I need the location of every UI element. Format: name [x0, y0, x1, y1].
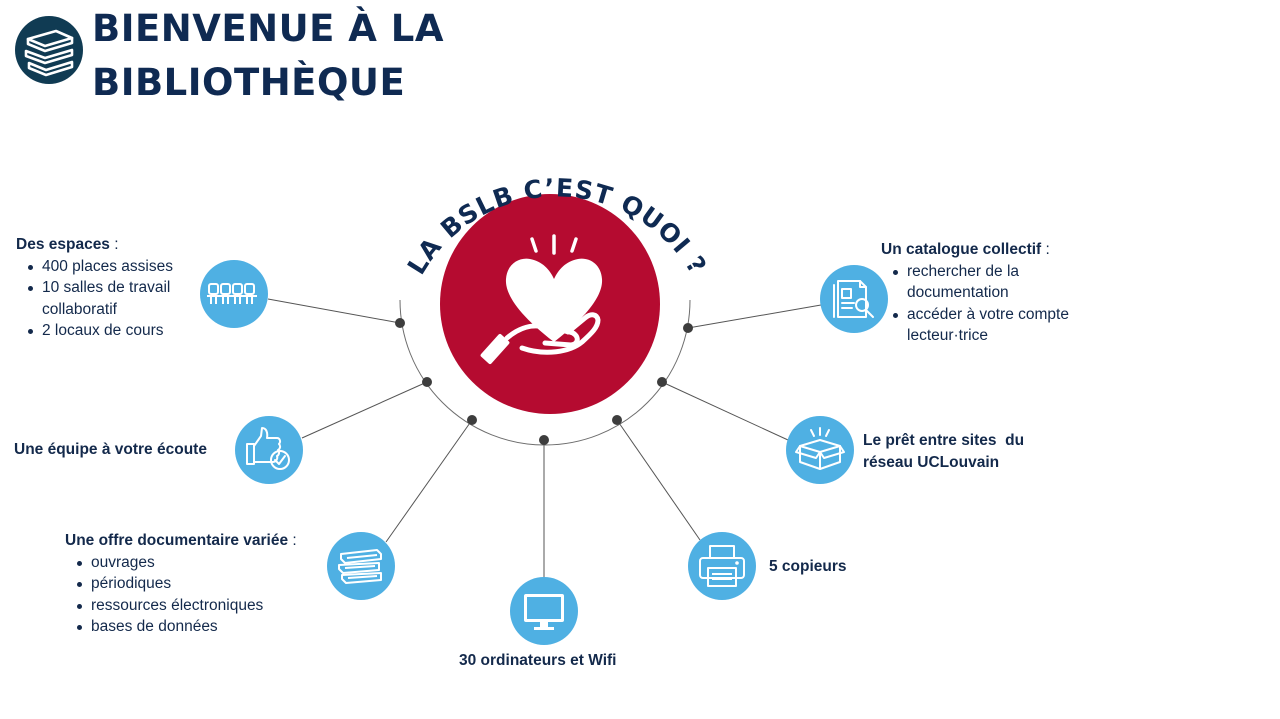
- computer-monitor-icon: [524, 594, 564, 630]
- list-item: ouvrages: [77, 552, 297, 574]
- page-title-line-2: BIBLIOTHÈQUE: [92, 61, 406, 104]
- heart-in-hand-icon: [480, 234, 603, 365]
- open-box-icon: [795, 427, 845, 470]
- printer-icon: [699, 545, 745, 587]
- offre-title: Une offre documentaire variée: [65, 532, 289, 549]
- page-title: BIENVENUE À LA BIBLIOTHÈQUE: [92, 2, 444, 110]
- bubble-ordinateurs: [510, 577, 578, 645]
- list-item: bases de données: [77, 616, 297, 638]
- list-item: 10 salles de travail: [28, 277, 173, 299]
- list-item: 400 places assises: [28, 256, 173, 278]
- ring-dot: [612, 415, 622, 425]
- ring-dot: [657, 377, 667, 387]
- seats-row-icon: [207, 283, 257, 304]
- pret-label-line-1: Le prêt entre sites du: [863, 432, 1025, 449]
- bubble-pret: [786, 416, 854, 484]
- ordinateurs-label: 30 ordinateurs et Wifi: [459, 652, 617, 669]
- ring-dot: [422, 377, 432, 387]
- connector-pret: [661, 381, 789, 441]
- espaces-suffix: :: [109, 236, 119, 253]
- connector-espaces: [267, 298, 401, 324]
- ring-dot: [539, 435, 549, 445]
- books-logo: [15, 16, 83, 84]
- catalogue-title: Un catalogue collectif: [881, 241, 1042, 258]
- espaces-title: Des espaces: [16, 236, 110, 253]
- connector-catalogue: [687, 304, 822, 329]
- ring-dot: [467, 415, 477, 425]
- block-offre: Une offre documentaire variée : ouvrages…: [65, 530, 297, 638]
- bubble-copieurs: [688, 532, 756, 600]
- list-item: collaboratif: [42, 300, 117, 318]
- document-search-icon: [833, 280, 874, 318]
- catalogue-suffix: :: [1041, 241, 1050, 258]
- block-catalogue: Un catalogue collectif : rechercher de l…: [881, 239, 1069, 347]
- connector-offre: [385, 419, 473, 543]
- bubble-espaces: [200, 260, 268, 328]
- outer-ring: [399, 299, 691, 446]
- book-stack-icon: [338, 549, 382, 584]
- list-item: rechercher de la: [893, 261, 1069, 283]
- list-item: lecteur·trice: [907, 327, 988, 344]
- thumbs-up-check-icon: [246, 427, 290, 470]
- equipe-label: Une équipe à votre écoute: [14, 441, 207, 458]
- list-item: périodiques: [77, 573, 297, 595]
- pret-label: Le prêt entre sites du réseau UCLouvain: [863, 430, 1024, 473]
- list-item: documentation: [907, 284, 1009, 301]
- ring-dot: [395, 318, 405, 328]
- list-item: ressources électroniques: [77, 595, 297, 617]
- offre-list: ouvrages périodiques ressources électron…: [65, 552, 297, 638]
- offre-suffix: :: [288, 532, 297, 549]
- page-title-line-1: BIENVENUE À LA: [92, 7, 445, 50]
- list-item: 2 locaux de cours: [28, 320, 173, 342]
- block-espaces: Des espaces : 400 places assises 10 sall…: [16, 234, 173, 342]
- connector-copieurs: [616, 419, 701, 541]
- bubble-equipe: [235, 416, 303, 484]
- bubble-catalogue: [820, 265, 888, 333]
- pret-label-line-2: réseau UCLouvain: [863, 453, 1000, 471]
- list-item: accéder à votre compte: [893, 304, 1069, 326]
- ring-dot: [683, 323, 693, 333]
- copieurs-label: 5 copieurs: [769, 558, 847, 575]
- catalogue-list: rechercher de la documentation accéder à…: [881, 261, 1069, 347]
- espaces-list: 400 places assises 10 salles de travail …: [16, 256, 173, 342]
- books-stack-icon: [24, 29, 74, 77]
- bubble-offre: [327, 532, 395, 600]
- connector-equipe: [301, 381, 428, 439]
